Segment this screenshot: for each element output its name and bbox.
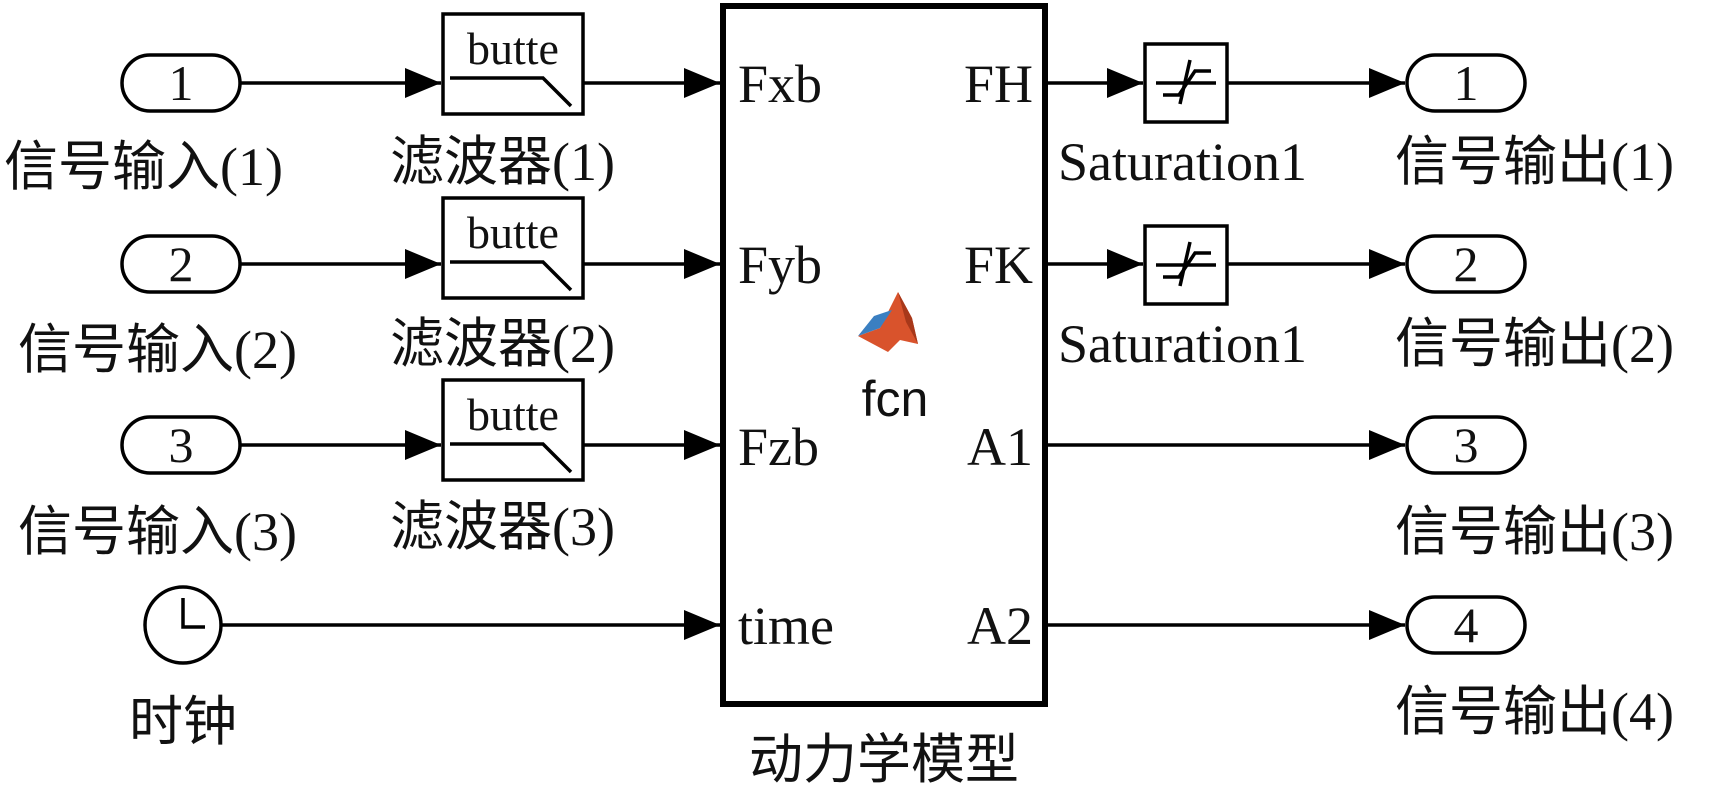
lowpass-icon — [450, 76, 573, 108]
output-port-1-number: 1 — [1454, 55, 1479, 111]
model-input-port-fyb: Fyb — [738, 235, 822, 295]
dynamics-model-block[interactable]: Fxb Fyb Fzb time FH FK A1 A2 fcn — [720, 3, 1048, 707]
output-port-1[interactable]: 1 — [1405, 53, 1527, 113]
lowpass-icon — [450, 442, 573, 474]
clock-block[interactable] — [143, 585, 223, 665]
clock-icon — [181, 598, 205, 629]
filter-2-icon-text: butte — [467, 207, 559, 258]
matlab-logo-icon — [858, 292, 918, 352]
input-port-3-number: 3 — [169, 417, 194, 473]
filter-1-icon-text: butte — [467, 23, 559, 74]
output-port-3-label: 信号输出(3) — [1395, 502, 1674, 562]
output-port-4-label: 信号输出(4) — [1395, 682, 1674, 742]
output-port-4-number: 4 — [1454, 597, 1479, 653]
model-output-port-a1: A1 — [967, 417, 1033, 477]
input-port-1[interactable]: 1 — [120, 53, 242, 113]
input-port-1-label: 信号输入(1) — [4, 137, 283, 197]
model-input-port-time: time — [738, 596, 834, 656]
saturation-block-2[interactable] — [1143, 224, 1229, 306]
output-port-3-number: 3 — [1454, 417, 1479, 473]
filter-2-label: 滤波器(2) — [390, 314, 615, 374]
saturation-icon — [1156, 59, 1216, 105]
filter-block-2[interactable]: butte — [441, 196, 585, 300]
clock-label: 时钟 — [129, 692, 237, 752]
input-port-3-label: 信号输入(3) — [18, 502, 297, 562]
model-label: 动力学模型 — [749, 730, 1019, 790]
filter-1-label: 滤波器(1) — [390, 132, 615, 192]
filter-block-1[interactable]: butte — [441, 12, 585, 116]
input-port-2[interactable]: 2 — [120, 234, 242, 294]
saturation-1-label: Saturation1 — [1058, 132, 1307, 192]
filter-3-label: 滤波器(3) — [390, 497, 615, 557]
model-output-port-a2: A2 — [967, 596, 1033, 656]
output-port-1-label: 信号输出(1) — [1395, 132, 1674, 192]
output-port-3[interactable]: 3 — [1405, 415, 1527, 475]
model-output-port-fh: FH — [964, 54, 1033, 114]
input-port-2-label: 信号输入(2) — [18, 320, 297, 380]
saturation-block-1[interactable] — [1143, 42, 1229, 124]
input-port-2-number: 2 — [169, 236, 194, 292]
model-function-name: fcn — [862, 371, 929, 427]
saturation-2-label: Saturation1 — [1058, 314, 1307, 374]
saturation-icon — [1156, 241, 1216, 287]
output-port-4[interactable]: 4 — [1405, 595, 1527, 655]
model-input-port-fzb: Fzb — [738, 417, 819, 477]
signal-lines — [221, 68, 1405, 640]
output-port-2-number: 2 — [1454, 236, 1479, 292]
lowpass-icon — [450, 260, 573, 292]
input-port-1-number: 1 — [169, 55, 194, 111]
output-port-2-label: 信号输出(2) — [1395, 314, 1674, 374]
model-input-port-fxb: Fxb — [738, 54, 822, 114]
filter-block-3[interactable]: butte — [441, 378, 585, 482]
input-port-3[interactable]: 3 — [120, 415, 242, 475]
output-port-2[interactable]: 2 — [1405, 234, 1527, 294]
model-output-port-fk: FK — [964, 235, 1033, 295]
filter-3-icon-text: butte — [467, 389, 559, 440]
